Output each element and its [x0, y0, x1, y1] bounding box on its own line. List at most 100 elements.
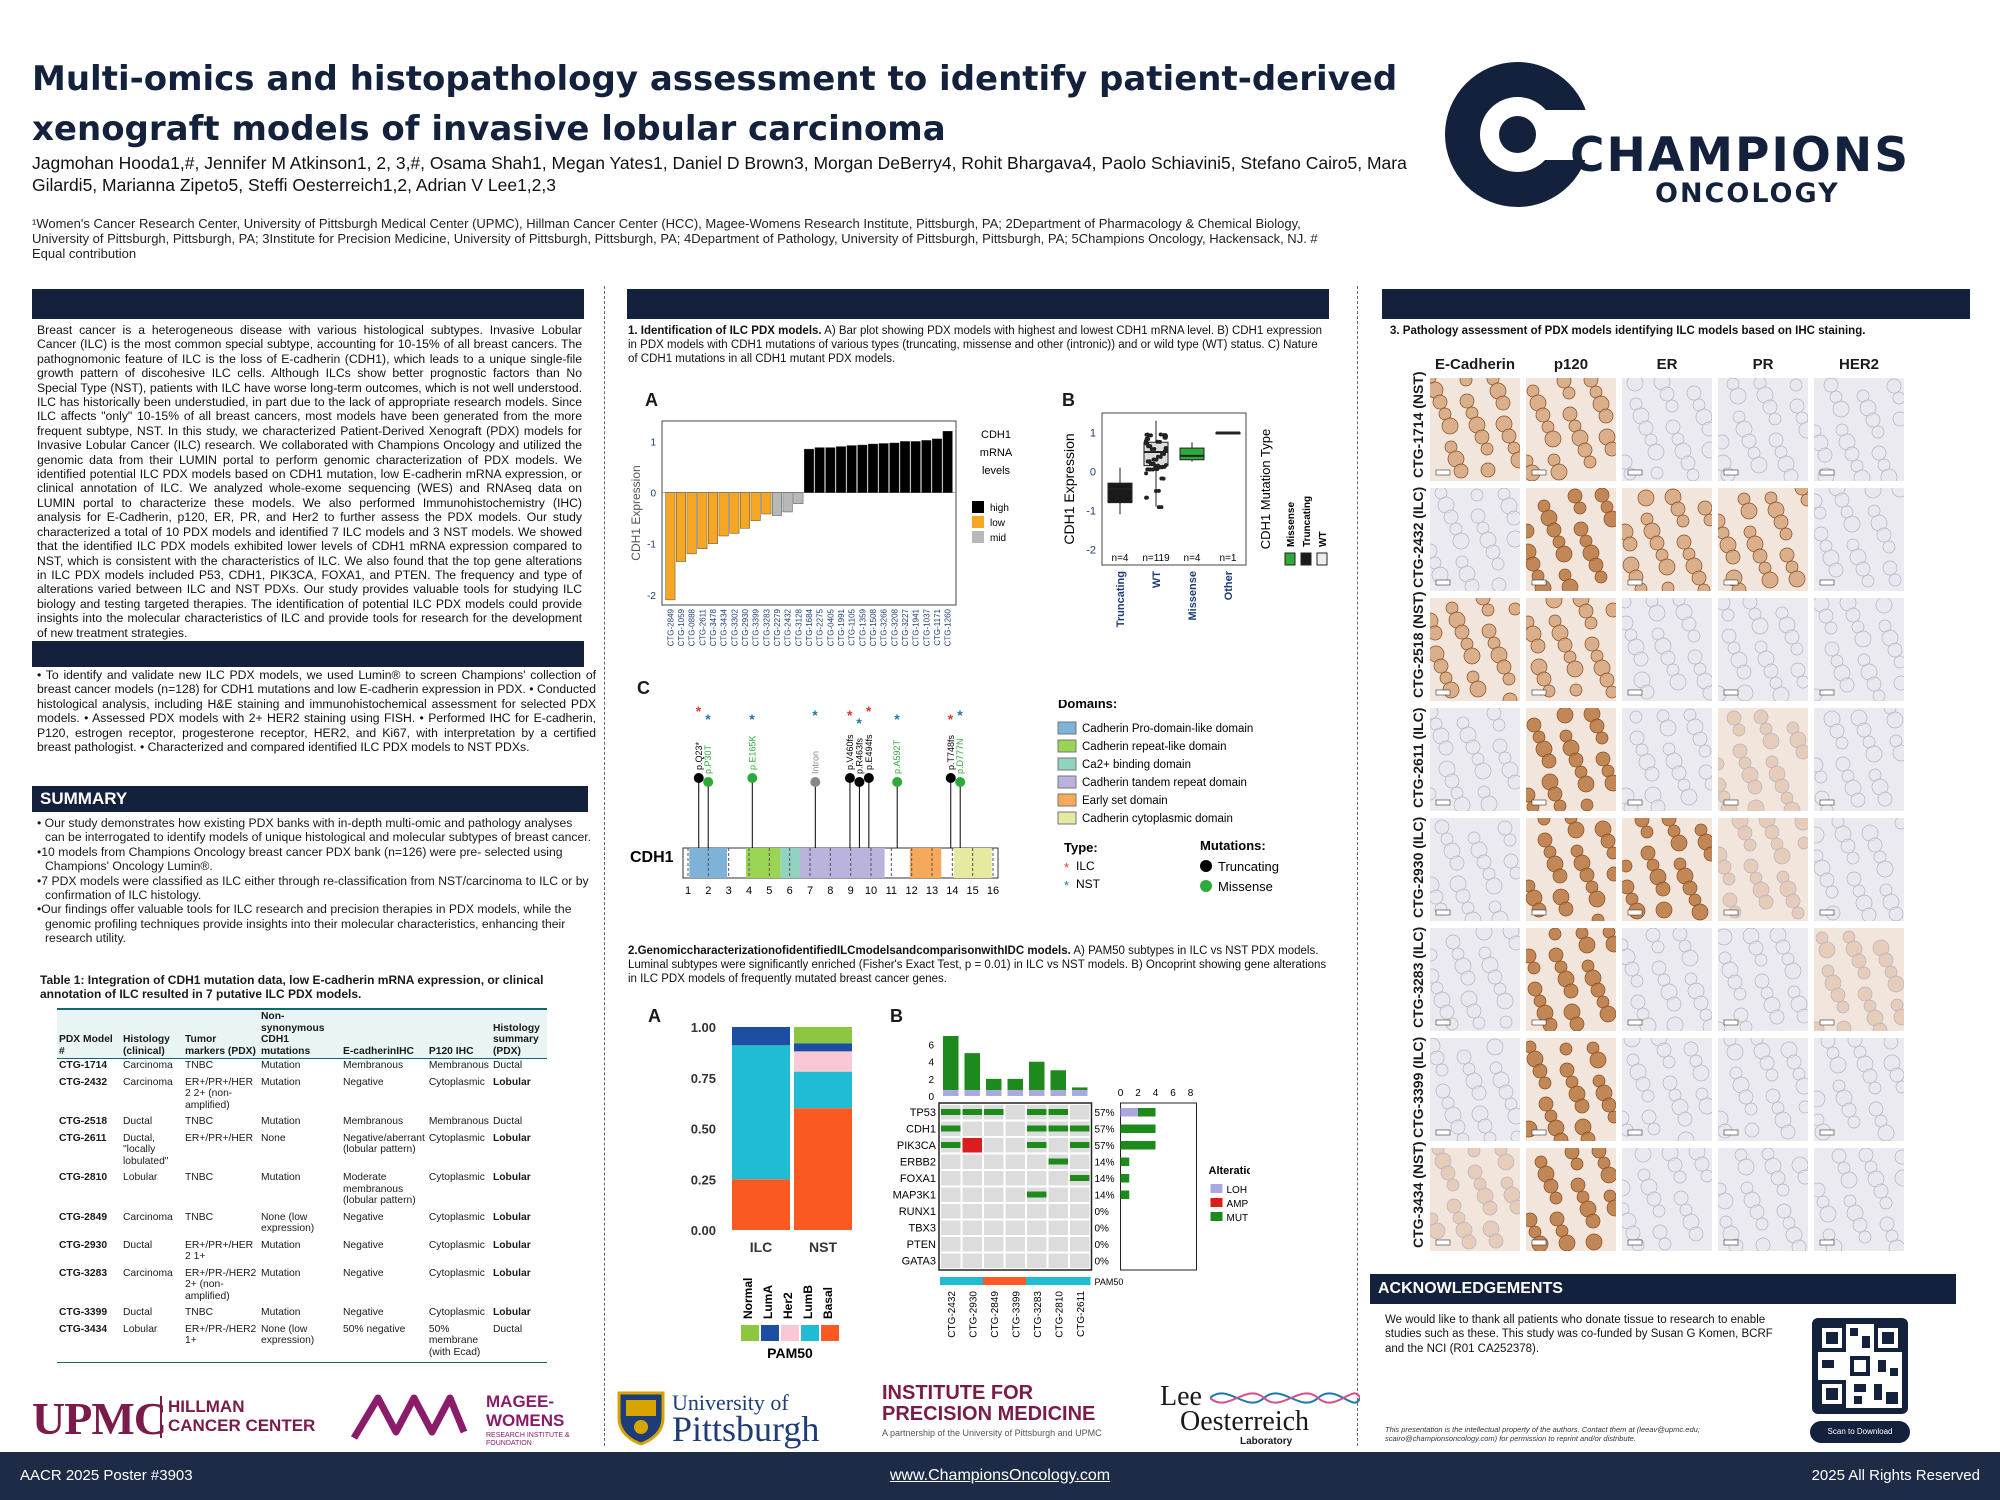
gene-label: CDH1 [906, 1124, 936, 1136]
table-cell: Ductal [490, 1322, 547, 1363]
ihc-image[interactable] [1718, 488, 1808, 591]
table-cell: CTG-1714 [59, 1060, 108, 1071]
x-tick-label: CTG-2611 [698, 608, 707, 645]
sample-label: CTG-2849 [990, 1291, 1001, 1338]
ihc-image[interactable] [1814, 708, 1904, 811]
top-bar-loh [986, 1090, 1002, 1096]
table-cell: Lobular [492, 1211, 531, 1223]
acknowledgements-text: We would like to thank all patients who … [1385, 1314, 1773, 1355]
data-point [1160, 465, 1165, 470]
lab-logo-text-c: Laboratory [1240, 1436, 1293, 1447]
ihc-image[interactable] [1526, 708, 1616, 811]
magee-womens-logo-mark[interactable] [350, 1392, 470, 1442]
ihc-image[interactable] [1718, 1038, 1808, 1141]
pitt-logo-text-b[interactable]: Pittsburgh [672, 1409, 820, 1449]
top-bar-loh [1007, 1090, 1023, 1096]
table-cell: Lobular [492, 1239, 531, 1251]
oncoprint-cell [1005, 1171, 1025, 1186]
ihc-image[interactable] [1430, 488, 1520, 591]
ihc-image[interactable] [1814, 818, 1904, 921]
data-point [1146, 436, 1151, 441]
ihc-image[interactable] [1718, 378, 1808, 481]
variant-label: p.P30T [703, 744, 713, 774]
ihc-image[interactable] [1622, 488, 1712, 591]
qr-code-icon[interactable] [1812, 1318, 1908, 1414]
ihc-image[interactable] [1622, 708, 1712, 811]
ihc-image[interactable] [1526, 488, 1616, 591]
ihc-image[interactable] [1814, 488, 1904, 591]
stacked-bar-segment [732, 1045, 790, 1180]
ihc-image[interactable] [1814, 598, 1904, 701]
exon-label: 13 [926, 885, 938, 897]
data-point [1145, 432, 1150, 437]
top-tick-label: 2 [928, 1075, 934, 1086]
top-tick-label: 4 [928, 1058, 934, 1069]
ihc-image[interactable] [1430, 708, 1520, 811]
ihc-image[interactable] [1526, 818, 1616, 921]
bar [804, 448, 814, 493]
ihc-image[interactable] [1526, 1148, 1616, 1251]
methods-header-bar [32, 641, 584, 667]
ihc-image[interactable] [1622, 1148, 1712, 1251]
bar [665, 492, 676, 601]
ihc-image[interactable] [1526, 1038, 1616, 1141]
ihc-image[interactable] [1718, 598, 1808, 701]
ihc-image[interactable] [1814, 928, 1904, 1031]
domain-label: Cadherin cytoplasmic domain [1082, 813, 1233, 825]
summary-list: • Our study demonstrates how existing PD… [35, 816, 595, 946]
ihc-image[interactable] [1718, 928, 1808, 1031]
ihc-image[interactable] [1430, 1038, 1520, 1141]
bar [900, 441, 910, 493]
lab-logo-text-b: Oesterreich [1180, 1406, 1310, 1437]
table-cell: None [261, 1132, 286, 1144]
oncoprint-cell [1048, 1138, 1068, 1153]
ihc-image[interactable] [1430, 1148, 1520, 1251]
author-list: Jagmohan Hooda1,#, Jennifer M Atkinson1,… [32, 153, 1407, 195]
alteration-mark [1027, 1125, 1047, 1132]
ihc-image[interactable] [1526, 598, 1616, 701]
side-tick-label: 0 [1118, 1088, 1124, 1099]
legend-swatch [1284, 552, 1296, 566]
website-link[interactable]: www.ChampionsOncology.com [889, 1467, 1111, 1484]
oncoprint-cell [1070, 1187, 1090, 1202]
gene-label: PTEN [907, 1239, 936, 1251]
ihc-image[interactable] [1718, 708, 1808, 811]
upmc-logo[interactable]: UPMC [32, 1393, 167, 1444]
ihc-image[interactable] [1622, 1038, 1712, 1141]
box [1179, 447, 1205, 461]
data-point [1148, 467, 1153, 472]
ihc-image[interactable] [1814, 1148, 1904, 1251]
data-point [1152, 446, 1157, 451]
bar [868, 443, 878, 493]
ihc-image[interactable] [1622, 928, 1712, 1031]
oncoprint-cell [1005, 1187, 1025, 1202]
ihc-image[interactable] [1430, 598, 1520, 701]
x-tick-label: CTG-1508 [869, 608, 878, 646]
stacked-bar-segment [794, 1027, 852, 1044]
ihc-image[interactable] [1430, 928, 1520, 1031]
alteration-mark [1027, 1142, 1047, 1148]
ihc-image[interactable] [1430, 378, 1520, 481]
alteration-mark [962, 1109, 982, 1115]
ipm-logo-text[interactable]: INSTITUTE FOR PRECISION MEDICINE [882, 1382, 1096, 1425]
scan-to-download-button[interactable]: Scan to Download [1810, 1421, 1910, 1443]
variant-label: p.D777N [955, 738, 965, 774]
champions-oncology-logo[interactable]: CHAMPIONS ONCOLOGY [1440, 60, 1960, 210]
ihc-image[interactable] [1622, 378, 1712, 481]
ihc-image[interactable] [1622, 818, 1712, 921]
ihc-image[interactable] [1718, 818, 1808, 921]
ihc-row-label: CTG-2930 (ILC) [1410, 816, 1426, 918]
ihc-image[interactable] [1814, 1038, 1904, 1141]
table-header: PDX Model # [57, 1008, 121, 1059]
ihc-image[interactable] [1814, 378, 1904, 481]
ihc-image[interactable] [1718, 1148, 1808, 1251]
table-cell: Cytoplasmic [428, 1239, 485, 1251]
ihc-image[interactable] [1430, 818, 1520, 921]
lollipop-head [693, 773, 704, 783]
ihc-image[interactable] [1526, 928, 1616, 1031]
ihc-image[interactable] [1622, 598, 1712, 701]
table-cell: Ductal [123, 1239, 153, 1251]
ihc-image[interactable] [1526, 378, 1616, 481]
domain-swatch [1057, 739, 1077, 753]
